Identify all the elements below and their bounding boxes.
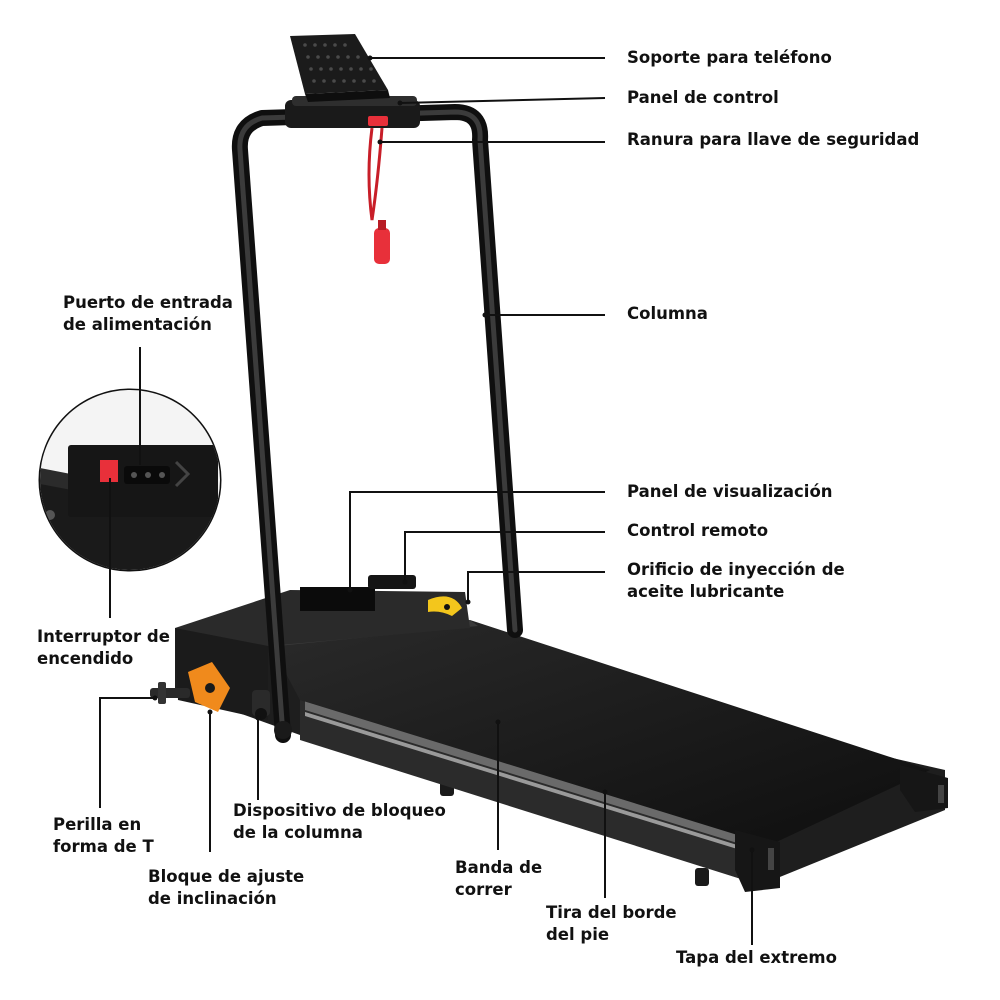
leader-dots [152,55,755,853]
label-running-belt: Banda de correr [455,858,543,899]
display-screen [300,587,375,611]
leader-control-panel [399,97,606,104]
leader-display-panel [349,491,605,590]
phone-holder[interactable] [290,34,390,102]
label-control-panel: Panel de control [627,88,779,107]
label-t-knob: Perilla en forma de T [53,815,154,856]
leader-remote-control [404,531,605,582]
column-lock[interactable] [252,690,270,720]
leader-lube-oil [467,571,605,602]
label-power-switch: Interruptor de encendido [37,627,170,668]
power-port-zoom-inset [38,388,222,572]
label-display-panel: Panel de visualización [627,482,833,501]
foot-edge-strip [305,700,760,850]
label-end-cap: Tapa del extremo [676,948,837,967]
t-knob[interactable] [150,682,190,704]
label-safety-key-slot: Ranura para llave de seguridad [627,130,920,149]
label-lube-oil-port: Orificio de inyección de aceite lubrican… [627,560,845,601]
label-column-lock: Dispositivo de bloqueo de la columna [233,801,446,842]
leader-lines [99,57,753,945]
end-caps [735,765,948,892]
label-phone-holder: Soporte para teléfono [627,48,832,67]
label-incline-block: Bloque de ajuste de inclinación [148,867,305,908]
leader-t-knob [99,697,155,808]
power-switch-zoom[interactable] [100,460,118,482]
running-belt [268,620,930,845]
treadmill-illustration [150,34,948,892]
safety-key-slot[interactable] [368,116,388,126]
incline-block[interactable] [188,662,230,712]
label-foot-edge-strip: Tira del borde del pie [546,903,677,944]
label-power-input-port: Puerto de entrada de alimentación [63,293,233,334]
deck-base [175,615,945,885]
label-remote-control: Control remoto [627,521,769,540]
safety-key[interactable] [367,127,390,264]
remote-control[interactable] [368,575,416,589]
label-column: Columna [627,304,708,323]
